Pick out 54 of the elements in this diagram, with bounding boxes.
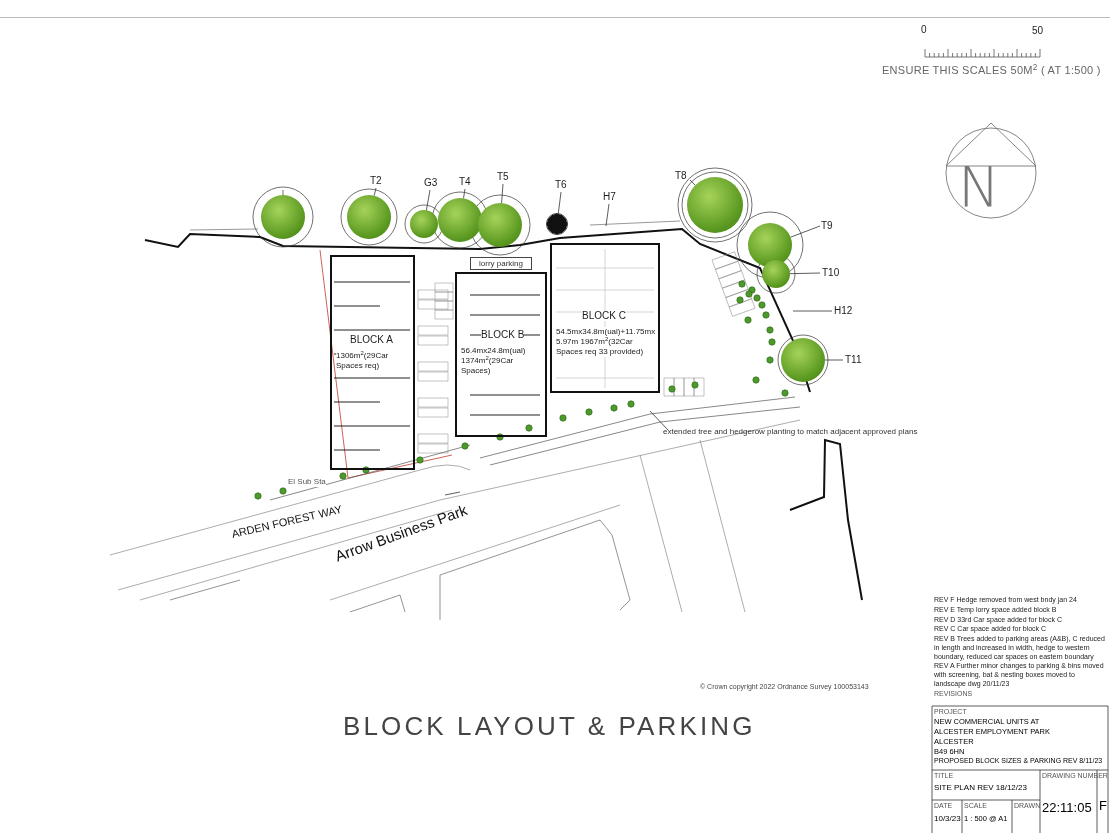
road-name: ARDEN FOREST WAY: [230, 502, 344, 541]
leader-line: [790, 225, 821, 238]
tree-tag: H7: [603, 192, 616, 202]
tree-canopy: [748, 223, 792, 267]
building-outline: [455, 272, 547, 437]
tree-tag: G3: [424, 178, 438, 188]
scale-number: 0: [921, 24, 927, 37]
tree-canopy: [410, 210, 438, 238]
leader-line: [792, 310, 833, 312]
building-label: BLOCK B: [481, 330, 525, 340]
building-label: BLOCK A: [350, 335, 393, 345]
north-letter: N: [958, 153, 1000, 221]
leader-line: [689, 179, 696, 186]
leader-line: [649, 410, 669, 431]
leader-line: [824, 359, 844, 361]
tree-canopy: [762, 260, 790, 288]
tree-tag: H12: [834, 306, 853, 316]
building-outline: [330, 255, 415, 470]
tree-tag: T4: [459, 177, 471, 187]
leader-line: [373, 187, 377, 196]
tree-tag: T6: [555, 180, 567, 190]
tree-tag: T2: [370, 176, 382, 186]
leader-line: [501, 183, 504, 204]
tree-tag: T5: [497, 172, 509, 182]
tree-tag: T9: [821, 221, 833, 231]
leader-line: [605, 203, 610, 227]
date-value: 10/3/23: [934, 814, 961, 824]
drawing-number: 22:11:05: [1042, 800, 1092, 817]
revision-letter: F: [1099, 798, 1107, 815]
tree-canopy: [261, 195, 305, 239]
scale-number: 50: [1032, 25, 1044, 38]
drawing-heading: BLOCK LAYOUT & PARKING: [343, 710, 756, 743]
tree-canopy: [438, 198, 482, 242]
parking-sign: lorry parking: [470, 257, 532, 270]
planting-note: extended tree and hedgerow planting to match adjacent approved plans: [663, 428, 918, 436]
drawing-title: SITE PLAN REV 18/12/23: [934, 783, 1027, 793]
leader-line: [789, 272, 821, 275]
tree-tag: T11: [845, 355, 862, 365]
substation-label: El Sub Sta: [288, 477, 326, 487]
tree-tag: T8: [675, 171, 687, 181]
tree-canopy: [687, 177, 743, 233]
area-note: 54.5mx34.8m(ual)+11.75mx5.97m 1967m$^{2}$(32Car Spaces req 33 provided): [556, 327, 656, 357]
tree-canopy: [781, 338, 825, 382]
scale-note: ENSURE THIS SCALES 50M$^{2}$ ( AT 1:500 ): [882, 64, 1101, 78]
leader-line: [463, 188, 466, 199]
tree-canopy: [347, 195, 391, 239]
area-note: 56.4mx24.8m(ual) 1374m$^{2}$(29Car Spaces): [461, 346, 543, 376]
leader-line: [557, 191, 562, 214]
tree-tag: T10: [822, 268, 840, 278]
building-label: BLOCK C: [582, 311, 626, 321]
tree-canopy: [478, 203, 522, 247]
leader-line: [426, 189, 431, 211]
tree-canopy: [546, 213, 568, 235]
building-outline: [550, 243, 660, 393]
